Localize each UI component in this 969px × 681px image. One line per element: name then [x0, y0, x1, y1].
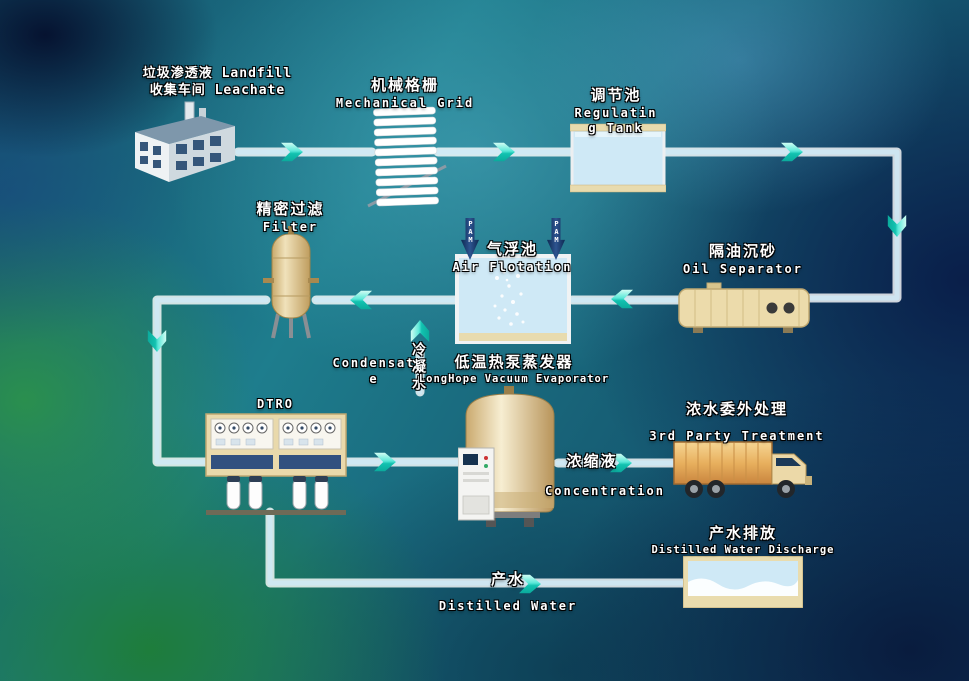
- label-regulating-tank-en1: Regulatin: [574, 105, 658, 120]
- label-evaporator-en: LongHope Vacuum Evaporator: [418, 372, 610, 385]
- label-condensate-en2: e: [369, 371, 379, 386]
- dosing-arrow-icon: PAM: [461, 218, 479, 260]
- factory-illustration: [135, 101, 235, 182]
- label-evaporator-cn: 低温热泵蒸发器: [454, 353, 574, 371]
- label-mechanical-grid-en: Mechanical Grid: [335, 95, 475, 110]
- label-third-party: 浓水委外处理 3rd Party Treatment: [638, 400, 836, 444]
- truck-illustration: [673, 441, 812, 498]
- label-evaporator: 低温热泵蒸发器 LongHope Vacuum Evaporator: [415, 353, 613, 386]
- label-oil-separator: 隔油沉砂 Oil Separator: [668, 242, 818, 277]
- label-collection: 垃圾渗透液 Landfill 收集车间 Leachate: [130, 66, 305, 100]
- label-mechanical-grid: 机械格栅 Mechanical Grid: [325, 76, 485, 111]
- label-regulating-tank: 调节池 Regulatin g Tank: [560, 86, 672, 137]
- oil-separator-illustration: [678, 282, 810, 333]
- label-distilled-water-cn: 产水: [490, 570, 525, 588]
- label-regulating-tank-en2: g Tank: [588, 121, 644, 136]
- label-condensate-en1: Condensat: [332, 356, 416, 370]
- label-discharge-en: Distilled Water Discharge: [651, 543, 835, 556]
- label-filter-cn: 精密过滤: [256, 200, 325, 218]
- label-distilled-water: 产水 Distilled Water: [418, 570, 598, 614]
- label-discharge-cn: 产水排放: [708, 524, 777, 542]
- label-distilled-water-en: Distilled Water: [438, 598, 578, 613]
- label-dtro: DTRO: [218, 397, 333, 413]
- dosing-label: PAM: [466, 220, 475, 244]
- label-discharge: 产水排放 Distilled Water Discharge: [648, 524, 838, 557]
- filter-illustration: [263, 226, 319, 339]
- label-air-flotation: 气浮池 Air Flotation: [445, 240, 580, 275]
- label-condensate-cn: 冷凝水: [410, 342, 426, 393]
- mechanical-grid-illustration: [367, 106, 447, 208]
- dtro-illustration: [205, 413, 347, 515]
- regulating-tank-illustration: [570, 123, 666, 193]
- flow-arrow-right-icon: [519, 574, 541, 594]
- label-filter: 精密过滤 Filter: [238, 200, 343, 235]
- label-oil-separator-en: Oil Separator: [683, 261, 803, 276]
- label-air-flotation-cn: 气浮池: [486, 240, 538, 258]
- label-regulating-tank-cn: 调节池: [590, 86, 642, 104]
- label-mechanical-grid-cn: 机械格栅: [370, 76, 439, 94]
- label-collection-line1: 垃圾渗透液 Landfill: [142, 66, 293, 81]
- label-condensate: Condensat e: [328, 356, 420, 387]
- label-dtro-en: DTRO: [257, 397, 294, 411]
- label-oil-separator-cn: 隔油沉砂: [708, 242, 777, 260]
- label-concentration-cn: 浓缩液: [566, 452, 618, 470]
- dosing-label: PAM: [552, 220, 561, 244]
- air-flotation-illustration: [455, 254, 571, 344]
- label-concentration-en: Concentration: [545, 484, 665, 498]
- label-third-party-en: 3rd Party Treatment: [649, 428, 825, 443]
- label-air-flotation-en: Air Flotation: [452, 259, 573, 274]
- label-third-party-cn: 浓水委外处理: [685, 400, 788, 418]
- evaporator-illustration: [458, 386, 555, 527]
- dosing-arrow-icon: PAM: [547, 218, 565, 260]
- label-collection-line2: 收集车间 Leachate: [149, 82, 286, 98]
- discharge-pool-illustration: [683, 556, 803, 608]
- label-filter-en: Filter: [262, 219, 319, 234]
